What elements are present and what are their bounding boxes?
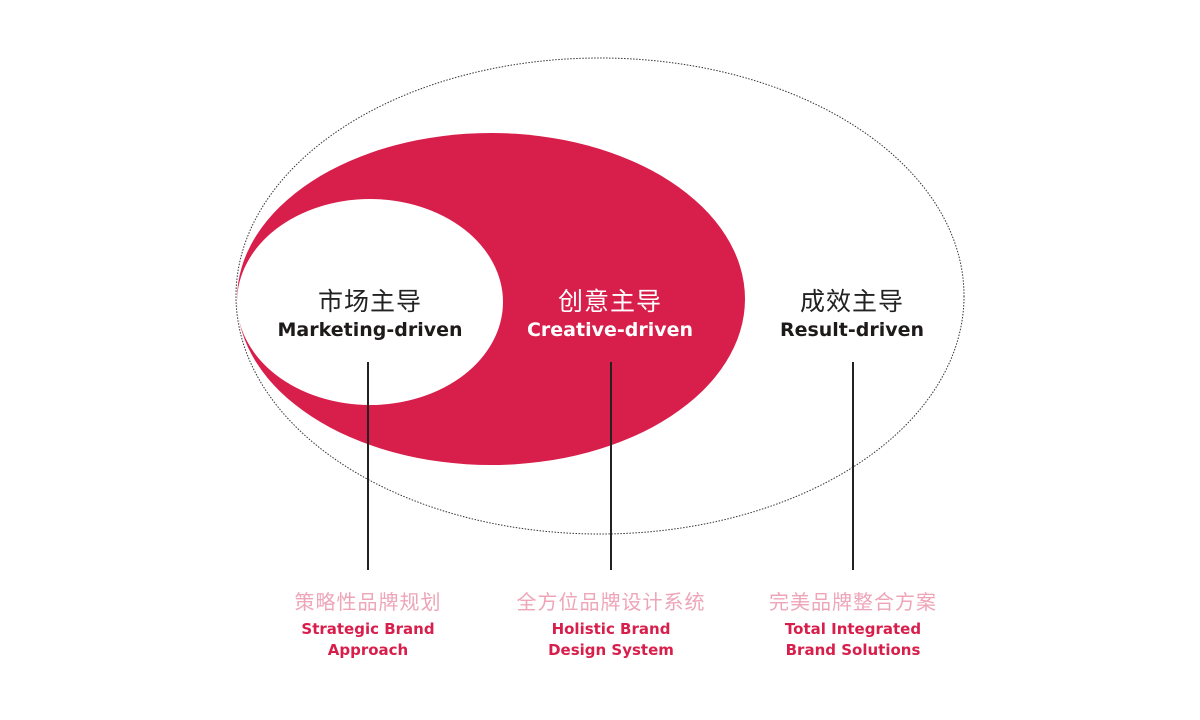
desc-line: Design System [548,641,674,659]
creative-title-en: Creative-driven [526,319,694,341]
result-title-en: Result-driven [779,319,925,341]
desc-line: Total Integrated [784,620,922,638]
white-ellipse-marketing [237,199,503,405]
outer-ellipse-result [235,57,965,535]
desc-line: Holistic Brand [551,620,671,638]
desc-line: Brand Solutions [785,641,921,659]
marketing-title-en: Marketing-driven [277,319,463,341]
marketing-title-cn: 市场主导 [317,287,422,316]
desc-line: Approach [327,641,409,659]
marketing-desc-cn: 策略性品牌规划 [294,590,442,614]
creative-desc-cn: 全方位品牌设计系统 [516,590,706,614]
creative-title-cn: 创意主导 [557,287,662,316]
result-title-cn: 成效主导 [799,287,904,316]
desc-line: Strategic Brand [301,620,435,638]
result-desc-cn: 完美品牌整合方案 [769,590,937,614]
